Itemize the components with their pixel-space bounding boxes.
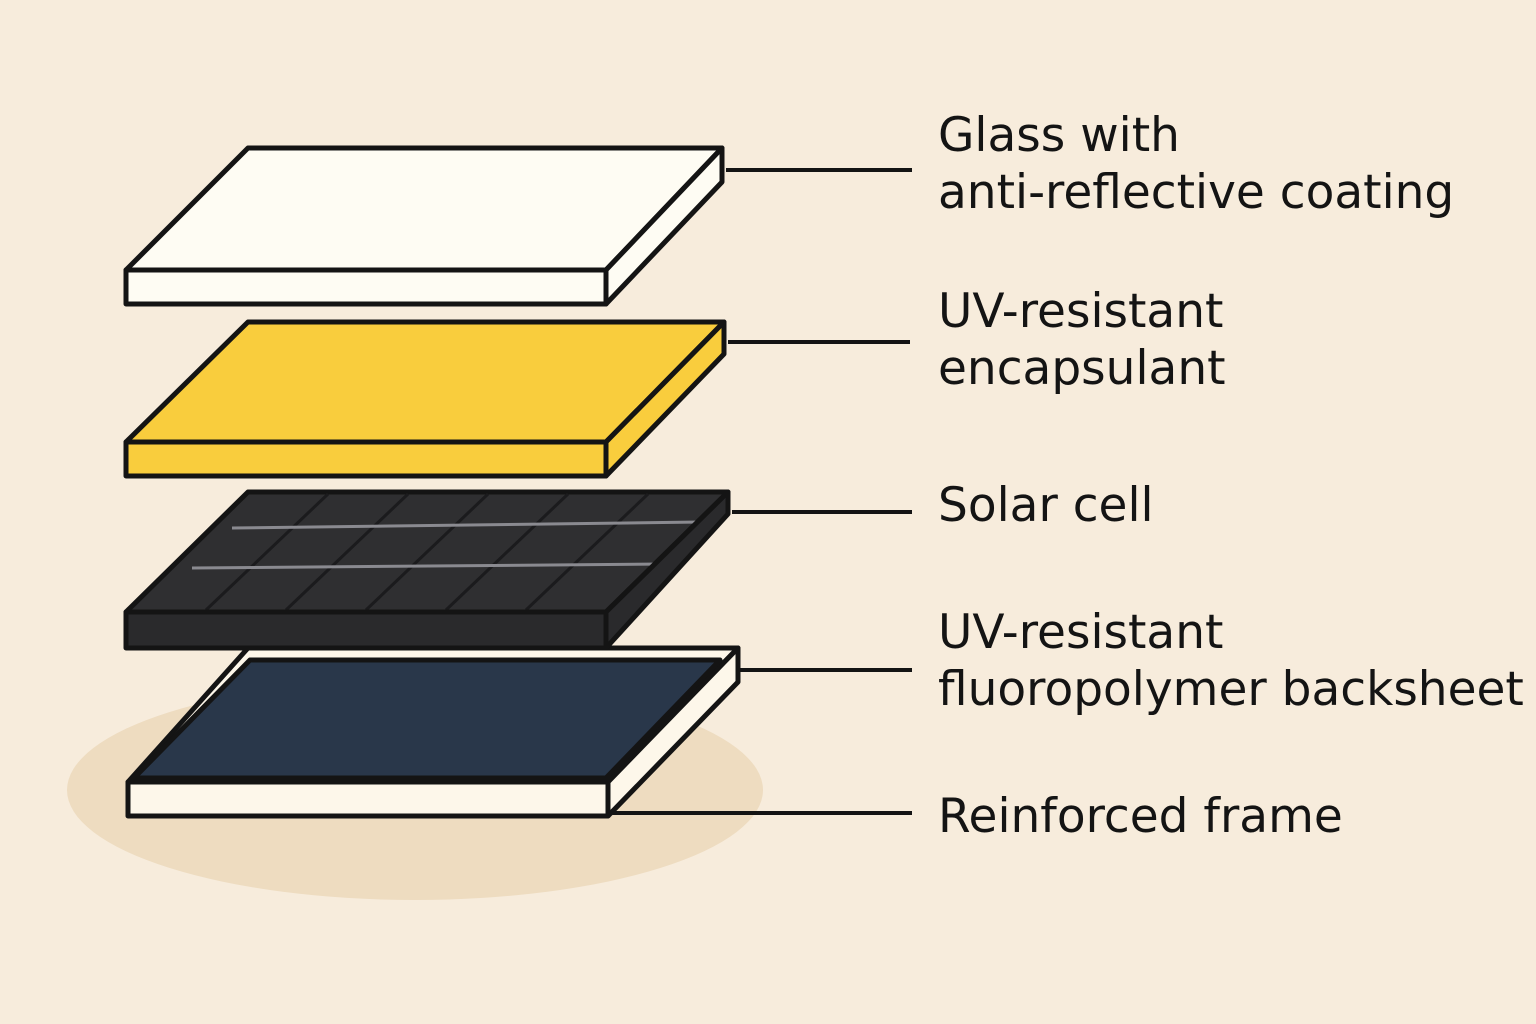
encapsulant-side-face <box>603 319 727 479</box>
label-backsheet: UV-resistant fluoropolymer backsheet <box>938 604 1524 718</box>
glass-front-face <box>123 267 609 307</box>
label-encapsulant-line-2: encapsulant <box>938 341 1226 396</box>
label-solar-cell: Solar cell <box>938 477 1154 534</box>
label-glass-line-2: anti-reflective coating <box>938 165 1455 220</box>
solar-cell-layer <box>123 489 731 651</box>
backsheet-face <box>131 657 723 781</box>
label-encapsulant-line-1: UV-resistant <box>938 284 1224 339</box>
label-glass: Glass with anti-reflective coating <box>938 107 1454 221</box>
glass-layer <box>123 145 725 307</box>
solar-cell-side-face <box>603 489 731 651</box>
cell-busbars <box>191 520 701 570</box>
glass-side-face <box>603 145 725 307</box>
encapsulant-front-face <box>123 439 609 479</box>
label-frame-line-1: Reinforced frame <box>938 789 1343 844</box>
label-backsheet-line-2: fluoropolymer backsheet <box>938 662 1524 717</box>
label-frame: Reinforced frame <box>938 788 1343 845</box>
label-glass-line-1: Glass with <box>938 108 1180 163</box>
solar-cell-front-face <box>123 609 609 651</box>
encapsulant-layer <box>123 319 727 479</box>
frame-front-face <box>125 779 611 819</box>
leader-lines <box>612 168 912 815</box>
label-solar-cell-line-1: Solar cell <box>938 478 1154 533</box>
frame-side-face <box>605 645 741 819</box>
label-encapsulant: UV-resistant encapsulant <box>938 283 1226 397</box>
frame-layer <box>125 645 741 819</box>
cell-grid-lines <box>204 492 650 612</box>
label-backsheet-line-1: UV-resistant <box>938 605 1224 660</box>
